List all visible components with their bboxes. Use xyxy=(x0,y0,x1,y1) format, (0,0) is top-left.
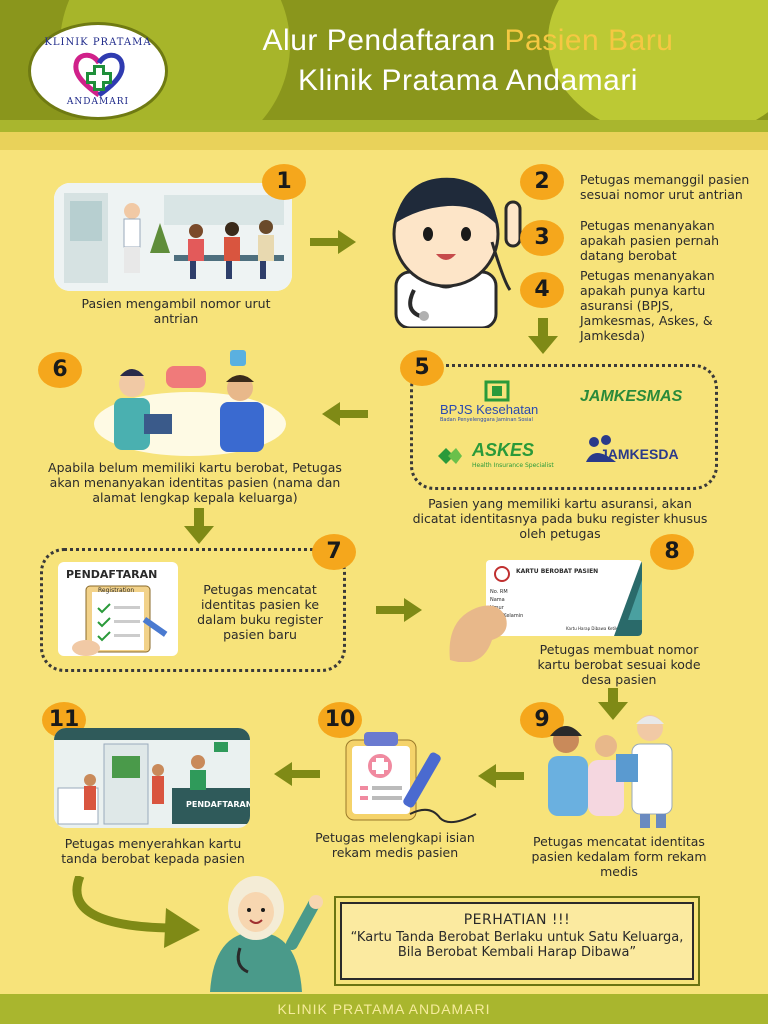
step-8-text: Petugas membuat nomor kartu berobat sesu… xyxy=(537,642,701,687)
notice-title: PERHATIAN !!! xyxy=(463,912,571,928)
notice-body: “Kartu Tanda Berobat Berlaku untuk Satu … xyxy=(350,930,684,960)
card-stripe-icon xyxy=(614,560,642,636)
arrow-left-icon xyxy=(322,402,368,426)
step-7-box xyxy=(40,548,346,672)
jamkesda-logo: JAMKESDA xyxy=(600,446,679,462)
patient-card-illustration: KARTU BEROBAT PASIEN No. RM Nama Umur Je… xyxy=(486,560,642,636)
nurse-character-icon xyxy=(392,177,522,328)
insurance-box xyxy=(410,364,718,490)
step-1-text: Pasien mengambil nomor urut antrian xyxy=(81,296,271,326)
step-5-number: 5 xyxy=(400,350,444,386)
bpjs-icon xyxy=(484,380,510,402)
step-2-number: 2 xyxy=(520,164,564,200)
header-stripe xyxy=(0,132,768,150)
step-3-number: 3 xyxy=(520,220,564,256)
arrow-down-icon xyxy=(598,688,628,720)
step-11-illustration: PENDAFTARAN xyxy=(54,728,250,828)
step-6-text: Apabila belum memiliki kartu berobat, Pe… xyxy=(48,460,342,505)
hand-holding-card-icon xyxy=(449,605,507,662)
step-6-number: 6 xyxy=(38,352,82,388)
notice-frame xyxy=(334,896,700,986)
bpjs-logo: BPJS Kesehatan Badan Penyelenggara Jamin… xyxy=(440,380,560,424)
arrow-left-icon xyxy=(478,764,524,788)
queue-scene-icon xyxy=(54,183,292,291)
page-title: Alur Pendaftaran Pasien Baru xyxy=(262,24,674,57)
registration-clipboard: PENDAFTARAN Registration xyxy=(58,562,178,656)
step-4-text: Petugas menanyakan apakah punya kartu as… xyxy=(580,268,715,343)
staff-character-icon xyxy=(210,876,323,992)
step-1-number: 1 xyxy=(262,164,306,200)
askes-subtitle: Health Insurance Specialist xyxy=(472,462,554,469)
step-1-illustration xyxy=(54,183,292,291)
step-9-text: Petugas mencatat identitas pasien kedala… xyxy=(531,834,707,879)
step-3-text: Petugas menanyakan apakah pasien pernah … xyxy=(580,218,720,263)
page-subtitle: Klinik Pratama Andamari xyxy=(298,64,638,97)
card-logo-icon xyxy=(494,566,510,582)
jamkesmas-logo: JAMKESMAS xyxy=(580,388,683,405)
clinic-logo: KLINIK PRATAMA ANDAMARI xyxy=(28,22,168,120)
step-5-text: Pasien yang memiliki kartu asuransi, aka… xyxy=(412,496,708,541)
jamkesda-people-icon xyxy=(586,435,616,462)
arrow-down-icon xyxy=(184,508,214,544)
askes-logo: ASKES xyxy=(472,440,535,460)
clipboard-icon xyxy=(72,585,168,656)
consultation-scene-icon xyxy=(94,350,286,456)
footer: KLINIK PRATAMA ANDAMARI xyxy=(0,994,768,1024)
medical-record-clipboard-icon xyxy=(345,732,477,824)
arrow-right-icon xyxy=(310,230,356,254)
step-4-number: 4 xyxy=(520,272,564,308)
step-8-number: 8 xyxy=(650,534,694,570)
logo-heart-cross-icon xyxy=(73,52,125,97)
step-7-number: 7 xyxy=(312,534,356,570)
step-10-text: Petugas melengkapi isian rekam medis pas… xyxy=(315,830,475,860)
step-2-text: Petugas memanggil pasien sesuai nomor ur… xyxy=(580,172,750,202)
arrow-right-icon xyxy=(376,598,422,622)
arrow-left-icon xyxy=(274,762,320,786)
medical-record-scene-icon xyxy=(548,715,673,828)
step-7-text: Petugas mencatat identitas pasien ke dal… xyxy=(197,582,323,642)
step-11-text: Petugas menyerahkan kartu tanda berobat … xyxy=(61,836,245,866)
curved-arrow-icon xyxy=(72,876,200,948)
registration-desk-scene-icon xyxy=(54,728,250,825)
arrow-down-icon xyxy=(528,318,558,354)
step-10-number: 10 xyxy=(318,702,362,738)
notice-box: PERHATIAN !!! “Kartu Tanda Berobat Berla… xyxy=(340,902,694,980)
askes-recycle-icon xyxy=(438,448,462,464)
step-11-number: 11 xyxy=(42,702,86,738)
